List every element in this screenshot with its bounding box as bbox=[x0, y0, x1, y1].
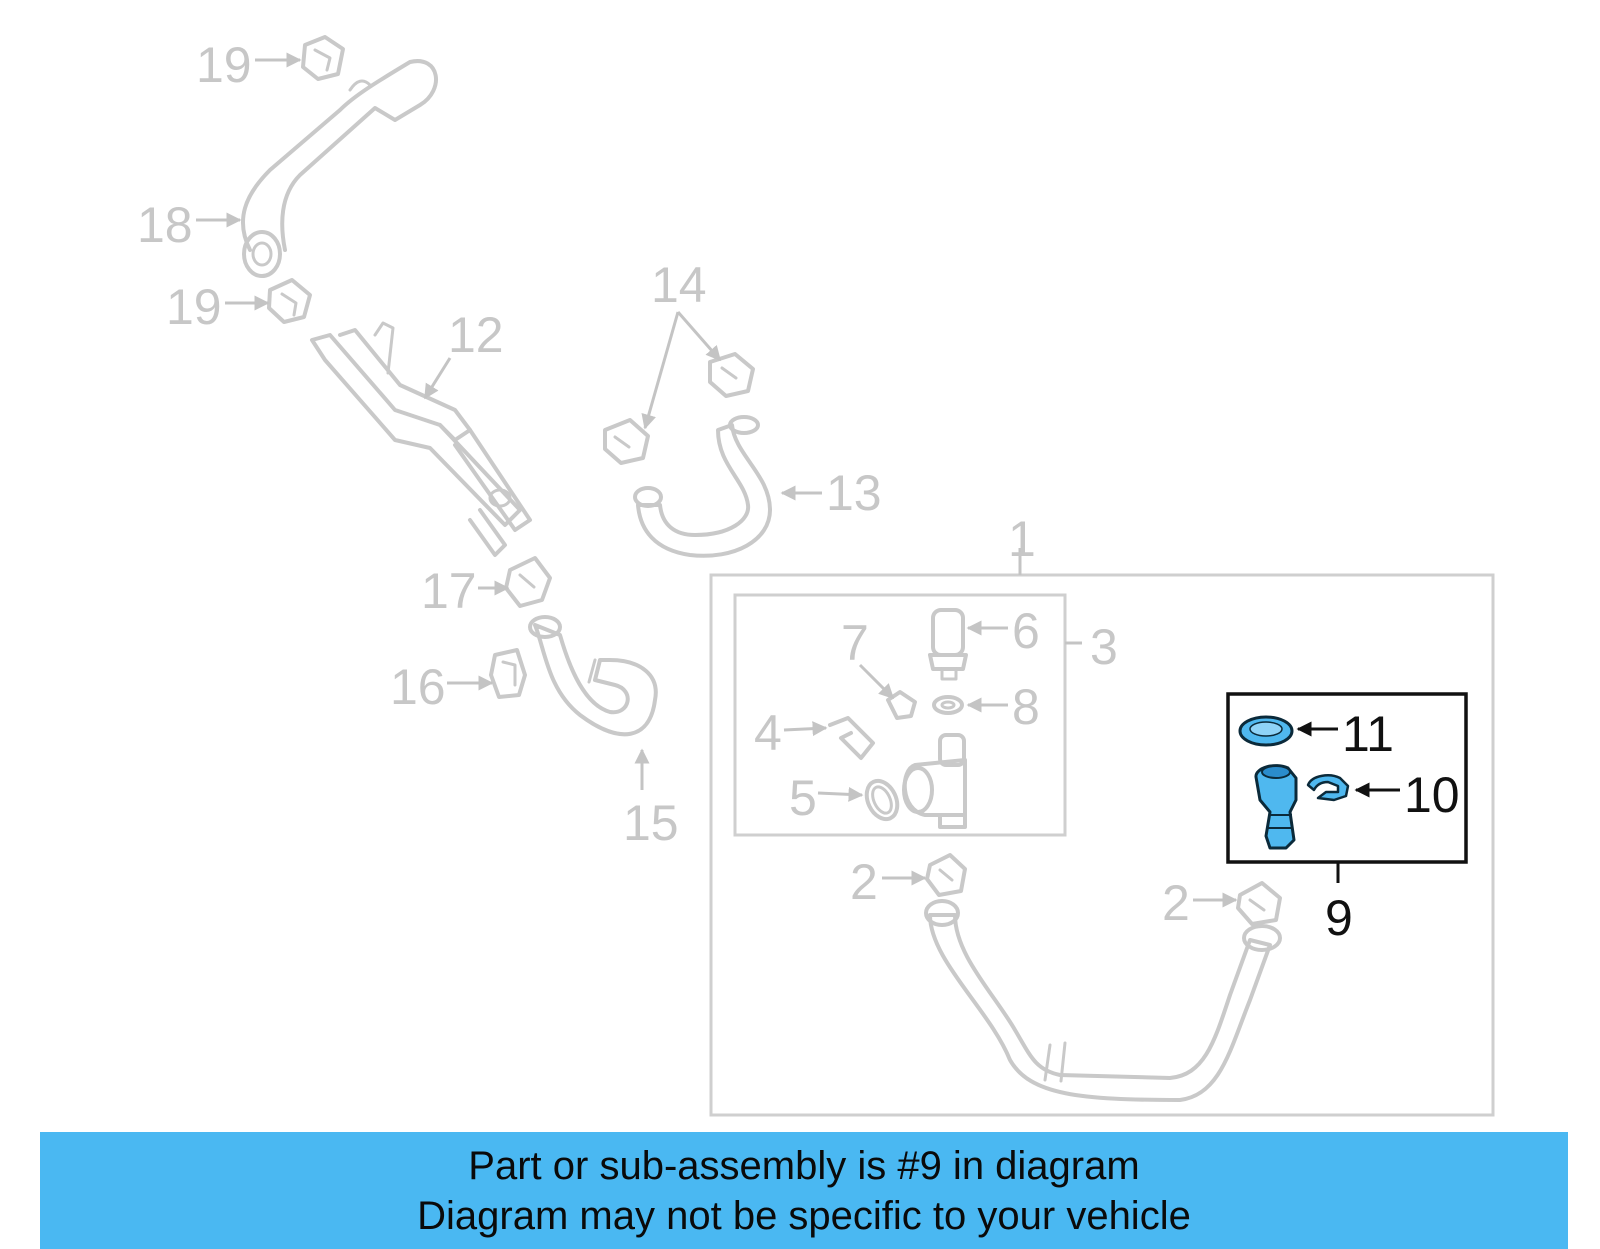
callout-14: 14 bbox=[651, 257, 707, 313]
hose-clamp-16 bbox=[489, 648, 527, 699]
hose-clamp-14b bbox=[603, 418, 650, 465]
coolant-pipe-assembly bbox=[310, 321, 532, 557]
callout-2b: 2 bbox=[1162, 875, 1190, 931]
callout-8: 8 bbox=[1012, 679, 1040, 735]
callout-9: 9 bbox=[1325, 890, 1353, 946]
leader-12 bbox=[423, 357, 452, 400]
callout-10: 10 bbox=[1404, 767, 1460, 823]
leader-4 bbox=[783, 721, 828, 737]
hose-clamp-2b bbox=[1236, 881, 1282, 926]
leader-5 bbox=[817, 786, 864, 802]
assembly-1-frame bbox=[709, 573, 1495, 1117]
leader-14b bbox=[641, 311, 680, 430]
coolant-hose-13 bbox=[633, 415, 772, 558]
hose-clamp-14a bbox=[708, 352, 755, 398]
coolant-flange-3 bbox=[902, 733, 967, 829]
leader-7 bbox=[858, 663, 895, 700]
coolant-hose-lower bbox=[924, 899, 1282, 1102]
washer-8 bbox=[932, 695, 964, 715]
retaining-clip-10 bbox=[1306, 774, 1350, 802]
upper-coolant-hose bbox=[240, 59, 438, 278]
banner-line-1: Part or sub-assembly is #9 in diagram bbox=[468, 1143, 1140, 1188]
info-banner: Part or sub-assembly is #9 in diagram Di… bbox=[40, 1132, 1568, 1249]
hose-clamp-lower bbox=[267, 278, 312, 324]
oring-5 bbox=[864, 778, 900, 822]
clip-4 bbox=[828, 716, 875, 760]
callout-19b: 19 bbox=[166, 279, 222, 335]
callout-7: 7 bbox=[841, 615, 869, 671]
callout-1: 1 bbox=[1008, 511, 1036, 567]
assembly-9-frame bbox=[1226, 692, 1468, 864]
callout-4: 4 bbox=[754, 705, 782, 761]
hose-clamp-17 bbox=[504, 556, 552, 608]
sensor-6 bbox=[928, 608, 968, 681]
callout-15: 15 bbox=[623, 795, 679, 851]
hose-clamp-2a bbox=[925, 853, 967, 897]
hose-clamp-top bbox=[301, 35, 345, 81]
callout-19a: 19 bbox=[196, 37, 252, 93]
connector-9 bbox=[1254, 764, 1298, 850]
seal-ring-11 bbox=[1238, 715, 1294, 747]
callout-18: 18 bbox=[137, 197, 193, 253]
assembly-3-frame bbox=[733, 593, 1067, 837]
callout-5: 5 bbox=[789, 770, 817, 826]
callout-11: 11 bbox=[1342, 706, 1394, 762]
clip-7 bbox=[886, 690, 917, 720]
banner-line-2: Diagram may not be specific to your vehi… bbox=[417, 1193, 1191, 1238]
coolant-hose-15 bbox=[528, 615, 658, 737]
callout-12: 12 bbox=[448, 307, 504, 363]
leader-14a bbox=[676, 311, 722, 362]
callout-13: 13 bbox=[826, 465, 882, 521]
callout-6: 6 bbox=[1012, 603, 1040, 659]
callout-3: 3 bbox=[1090, 619, 1118, 675]
callout-17: 17 bbox=[421, 563, 477, 619]
callout-2a: 2 bbox=[850, 854, 878, 910]
callout-16: 16 bbox=[390, 659, 446, 715]
